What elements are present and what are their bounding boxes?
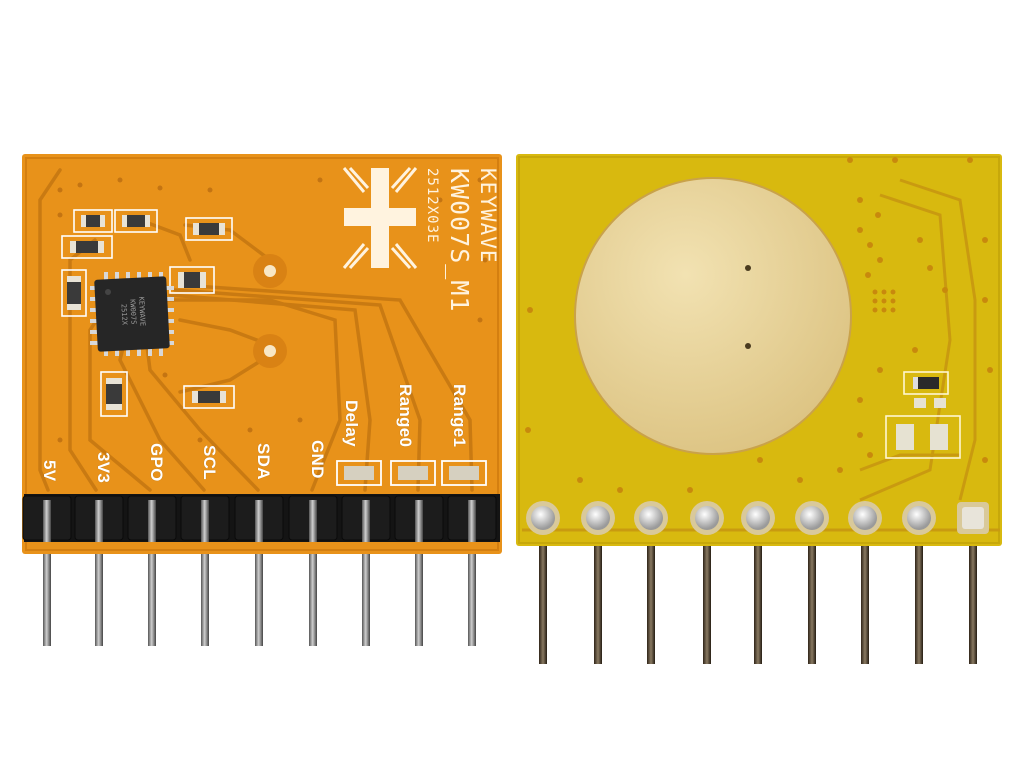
header-pin-stub xyxy=(95,500,103,542)
header-pin-stub xyxy=(43,500,51,542)
union-flag-icon xyxy=(342,166,418,270)
chip-lead xyxy=(90,308,98,312)
back-pin xyxy=(539,540,547,664)
mounting-hole xyxy=(264,265,276,277)
front-pin-row xyxy=(43,500,476,646)
chip-lead xyxy=(166,297,174,301)
header-pin-stub xyxy=(201,500,209,542)
pin-label-range0: Range0 xyxy=(396,384,415,448)
header-pin xyxy=(309,500,317,646)
chip-marking: KEYWAVE KW007S 2512X xyxy=(119,296,147,331)
chip-lead xyxy=(166,330,174,334)
header-pin xyxy=(148,500,156,646)
back-vias xyxy=(525,157,993,493)
header-pin xyxy=(255,500,263,646)
header-pin-stub xyxy=(309,500,317,542)
solder-joint xyxy=(907,506,931,530)
chip-lead xyxy=(148,348,152,356)
chip-lead xyxy=(104,348,108,356)
pin-label-sda: SDA xyxy=(254,443,273,480)
chip-lead xyxy=(90,330,98,334)
front-board: KEYWAVE KW007S 2512X xyxy=(22,154,502,646)
pcb-edge xyxy=(25,157,499,551)
back-pin xyxy=(703,540,711,664)
back-pin xyxy=(808,540,816,664)
brand-name: KEYWAVE xyxy=(476,168,500,264)
chip-lead xyxy=(166,308,174,312)
model-number: KW007S_M1 xyxy=(445,168,474,313)
back-pin xyxy=(861,540,869,664)
front-components xyxy=(61,209,487,486)
qfn-chip xyxy=(90,272,174,356)
back-pin xyxy=(969,540,977,664)
header-pin xyxy=(415,500,423,646)
pcb-edge xyxy=(518,156,1000,544)
chip-lead xyxy=(137,348,141,356)
chip-lead xyxy=(115,348,119,356)
pad-hole xyxy=(745,265,751,271)
batch-code: 2512X03E xyxy=(424,168,440,244)
back-pin xyxy=(754,540,762,664)
header-pin xyxy=(95,500,103,646)
via-grid xyxy=(872,289,896,313)
header-pin xyxy=(362,500,370,646)
back-board xyxy=(516,154,1002,664)
chip-lead xyxy=(159,272,163,280)
header-pin-stub xyxy=(415,500,423,542)
header-pin-stub xyxy=(255,500,263,542)
pin-label-3v3: 3V3 xyxy=(94,452,113,484)
header-pin-stub xyxy=(468,500,476,542)
chip-lead xyxy=(104,272,108,280)
header-pin xyxy=(43,500,51,646)
chip-lead xyxy=(90,286,98,290)
back-components xyxy=(885,371,961,459)
solder-joint xyxy=(800,506,824,530)
header-pin-stub xyxy=(148,500,156,542)
pin-label-5v: 5V xyxy=(40,460,59,482)
solder-joint xyxy=(586,506,610,530)
back-pin xyxy=(915,540,923,664)
header-pin xyxy=(468,500,476,646)
chip-lead xyxy=(90,319,98,323)
chip-lead xyxy=(90,297,98,301)
front-pin-header xyxy=(22,494,500,542)
chip-lead xyxy=(166,341,174,345)
pin-label-gpo: GPO xyxy=(147,443,166,482)
solder-joint xyxy=(853,506,877,530)
chip-lead xyxy=(166,319,174,323)
header-pin xyxy=(201,500,209,646)
pin-label-scl: SCL xyxy=(200,445,219,480)
chip-lead xyxy=(115,272,119,280)
chip-lead xyxy=(90,341,98,345)
chip-lead xyxy=(148,272,152,280)
sensor-pad xyxy=(575,178,851,454)
back-solder-row xyxy=(526,501,989,535)
solder-joint xyxy=(962,507,984,529)
front-vias xyxy=(57,177,488,443)
chip-lead xyxy=(126,272,130,280)
chip-lead xyxy=(166,286,174,290)
back-pin xyxy=(594,540,602,664)
pin-label-delay: Delay xyxy=(342,400,361,447)
pin-label-range1: Range1 xyxy=(450,384,469,448)
back-pin-row xyxy=(539,540,977,664)
mounting-hole xyxy=(264,345,276,357)
sensor-pad-edge xyxy=(574,177,852,455)
solder-joint xyxy=(531,506,555,530)
solder-joint xyxy=(746,506,770,530)
solder-joint xyxy=(695,506,719,530)
back-pin xyxy=(647,540,655,664)
chip-lead xyxy=(137,272,141,280)
solder-joint xyxy=(639,506,663,530)
pad-hole xyxy=(745,343,751,349)
pin-label-gnd: GND xyxy=(308,440,327,479)
chip-lead xyxy=(159,348,163,356)
chip-lead xyxy=(126,348,130,356)
header-pin-stub xyxy=(362,500,370,542)
